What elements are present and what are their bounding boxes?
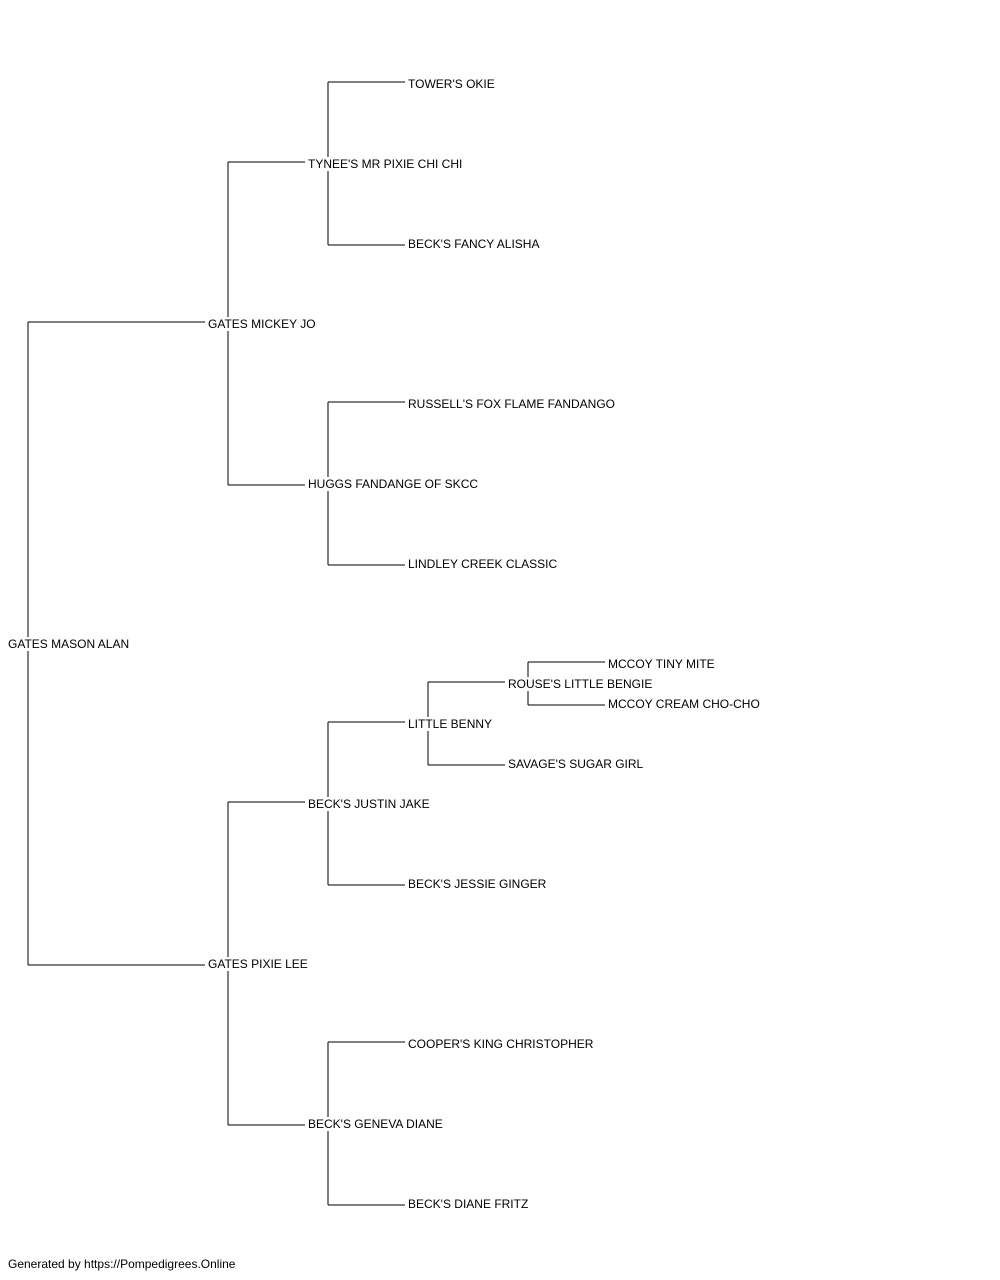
subject-name: GATES MASON ALAN bbox=[7, 637, 131, 651]
dam-sire-sire-sire-name: ROUSE'S LITTLE BENGIE bbox=[507, 677, 654, 691]
dam-sire-sire-sire-sire-name: MCCOY TINY MITE bbox=[607, 657, 716, 671]
sire-dam-name: HUGGS FANDANGE OF SKCC bbox=[307, 477, 480, 491]
dam-sire-dam-name: BECK'S JESSIE GINGER bbox=[407, 877, 548, 891]
dam-dam-sire-name: COOPER'S KING CHRISTOPHER bbox=[407, 1037, 595, 1051]
sire-dam-sire-name: RUSSELL'S FOX FLAME FANDANGO bbox=[407, 397, 617, 411]
dam-sire-name: BECK'S JUSTIN JAKE bbox=[307, 797, 431, 811]
dam-sire-sire-name: LITTLE BENNY bbox=[407, 717, 494, 731]
sire-name: GATES MICKEY JO bbox=[207, 317, 317, 331]
generator-credit-footer: Generated by https://Pompedigrees.Online bbox=[8, 1257, 236, 1271]
dam-sire-sire-dam-name: SAVAGE'S SUGAR GIRL bbox=[507, 757, 645, 771]
sire-sire-name: TYNEE'S MR PIXIE CHI CHI bbox=[307, 157, 464, 171]
dam-sire-sire-sire-dam-name: MCCOY CREAM CHO-CHO bbox=[607, 697, 761, 711]
dam-name: GATES PIXIE LEE bbox=[207, 957, 309, 971]
dam-dam-name: BECK'S GENEVA DIANE bbox=[307, 1117, 444, 1131]
sire-dam-dam-name: LINDLEY CREEK CLASSIC bbox=[407, 557, 559, 571]
sire-sire-sire-name: TOWER'S OKIE bbox=[407, 77, 496, 91]
sire-sire-dam-name: BECK'S FANCY ALISHA bbox=[407, 237, 541, 251]
dam-dam-dam-name: BECK'S DIANE FRITZ bbox=[407, 1197, 530, 1211]
